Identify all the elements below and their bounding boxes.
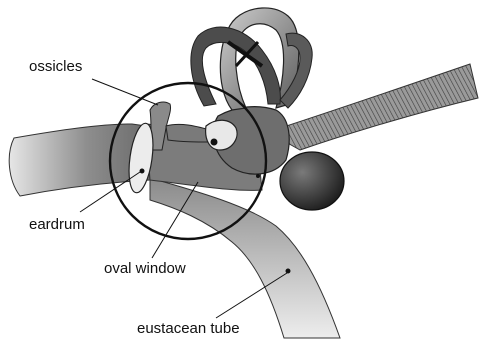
- eardrum-label: eardrum: [29, 217, 85, 232]
- eustacean-tube-marker: [286, 269, 291, 274]
- ear-canal: [9, 124, 150, 196]
- oval-window-marker: [256, 174, 260, 178]
- oval-window-label: oval window: [104, 261, 186, 276]
- eustacean-tube-label: eustacean tube: [137, 321, 240, 336]
- ossicles-leader-line: [92, 79, 158, 105]
- cochlea: [280, 152, 344, 210]
- ossicle-stapes: [206, 120, 237, 150]
- eardrum-marker: [140, 169, 145, 174]
- ossicles-label: ossicles: [29, 59, 82, 74]
- stapes-footplate: [211, 139, 218, 146]
